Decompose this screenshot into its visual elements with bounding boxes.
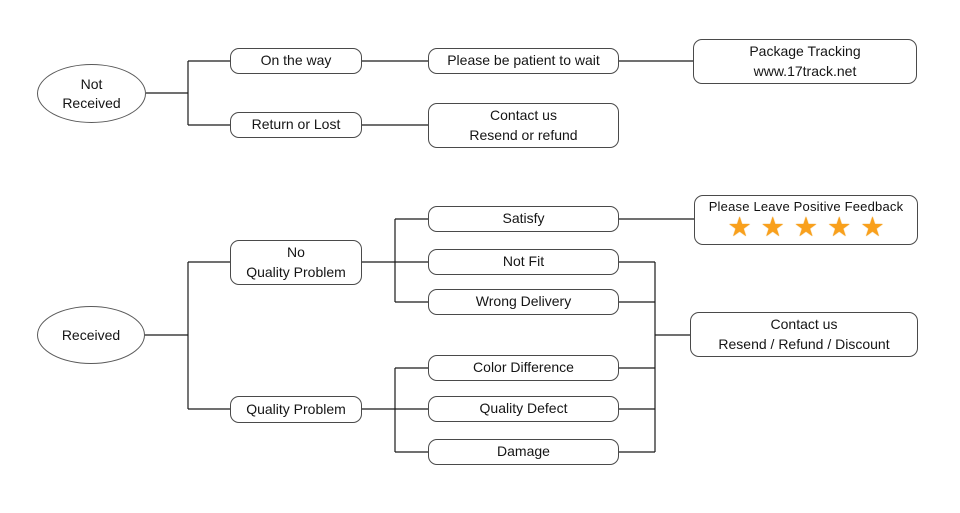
node-no-quality-problem: No Quality Problem [230,240,362,285]
node-return-or-lost: Return or Lost [230,112,362,138]
feedback-title: Please Leave Positive Feedback [708,199,904,214]
node-positive-feedback: Please Leave Positive Feedback ★ ★ ★ ★ ★ [694,195,918,245]
star-icon: ★ [793,211,819,242]
node-not-fit: Not Fit [428,249,619,275]
connector-nqp-junction [362,218,428,303]
connector-received-junction [144,261,230,410]
node-not-received: Not Received [37,64,146,123]
star-icon: ★ [827,211,852,242]
node-quality-defect: Quality Defect [428,396,619,422]
node-on-the-way: On the way [230,48,362,74]
node-satisfy: Satisfy [428,206,619,232]
star-icon: ★ [760,211,785,242]
node-contact-resend-refund-discount: Contact us Resend / Refund / Discount [690,312,918,357]
node-contact-resend-refund: Contact us Resend or refund [428,103,619,148]
star-icon: ★ [860,211,885,242]
node-damage: Damage [428,439,619,465]
connector-qp-junction [362,367,428,453]
five-star-rating: ★ ★ ★ ★ ★ [727,211,885,242]
connector-not-received-junction [146,60,230,126]
node-quality-problem: Quality Problem [230,396,362,423]
star-icon: ★ [727,211,752,242]
node-please-be-patient: Please be patient to wait [428,48,619,74]
connector-right-spine [619,261,690,453]
node-received: Received [37,306,145,364]
node-package-tracking: Package Tracking www.17track.net [693,39,917,84]
node-wrong-delivery: Wrong Delivery [428,289,619,315]
node-color-difference: Color Difference [428,355,619,381]
